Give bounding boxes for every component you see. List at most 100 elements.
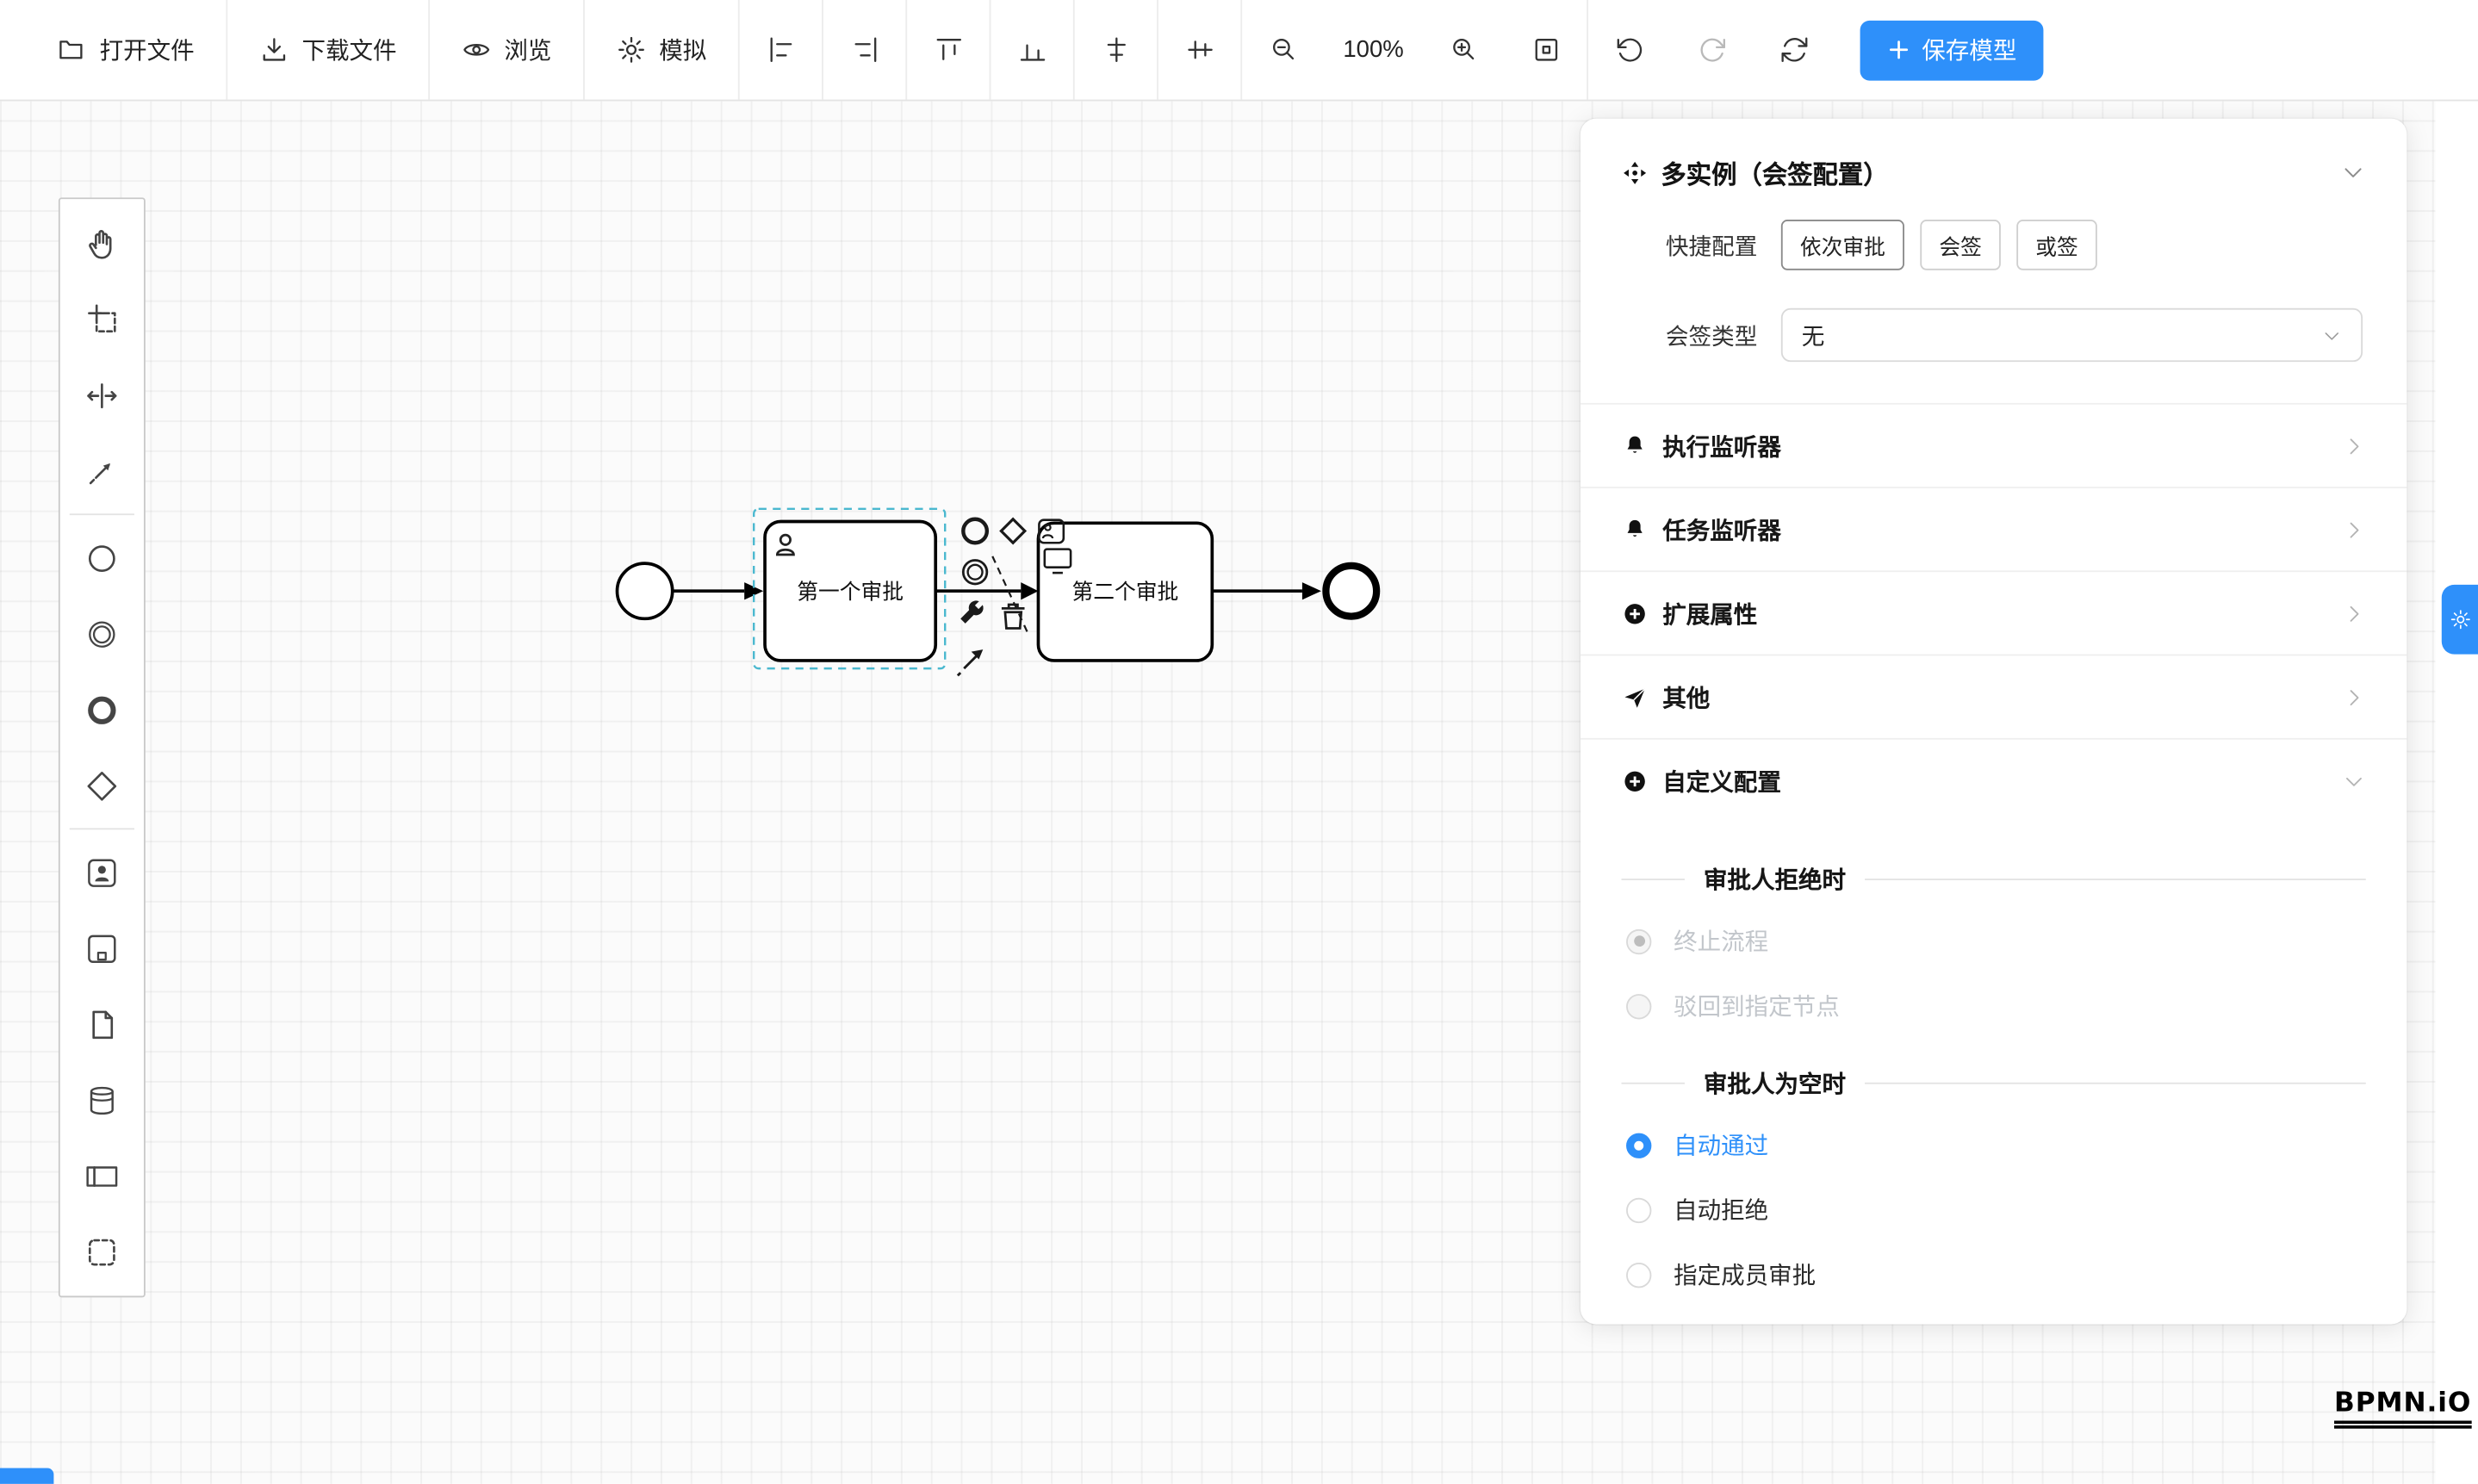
bpmn-io-logo[interactable]: BPMN.iO	[2334, 1388, 2472, 1429]
create-call-activity-button[interactable]	[60, 910, 144, 986]
align-center-horizontal-button[interactable]	[1158, 0, 1240, 100]
eye-icon	[463, 43, 490, 56]
gateway-icon	[87, 771, 117, 800]
palette	[58, 197, 146, 1298]
create-start-event-button[interactable]	[60, 520, 144, 596]
radio-icon	[1626, 1132, 1652, 1158]
quick-option-orsign[interactable]: 或签	[2016, 220, 2097, 270]
plus-icon	[1890, 40, 1909, 59]
intermediate-event-icon	[89, 620, 115, 647]
save-model-label: 保存模型	[1922, 38, 2017, 65]
simulate-button[interactable]: 模拟	[585, 0, 738, 100]
open-file-button[interactable]: 打开文件	[25, 0, 226, 100]
align-right-button[interactable]	[823, 0, 905, 100]
global-connect-tool-button[interactable]	[60, 433, 144, 509]
lasso-tool-button[interactable]	[60, 282, 144, 357]
align-center-vertical-icon	[1106, 37, 1126, 63]
sequence-flow-middle[interactable]	[935, 582, 1039, 600]
download-file-button[interactable]: 下载文件	[227, 0, 428, 100]
quick-option-sequential[interactable]: 依次审批	[1780, 220, 1904, 270]
undo-icon	[1616, 38, 1642, 62]
section-extended-properties[interactable]: 扩展属性	[1580, 570, 2407, 654]
zoom-out-button[interactable]	[1242, 0, 1324, 100]
zoom-out-icon	[1272, 39, 1294, 60]
radio-auto-pass[interactable]: 自动通过	[1581, 1113, 2407, 1177]
align-center-vertical-button[interactable]	[1075, 0, 1157, 100]
create-participant-button[interactable]	[60, 1138, 144, 1214]
hand-tool-button[interactable]	[60, 206, 144, 282]
align-bottom-button[interactable]	[991, 0, 1073, 100]
append-intermediate-event-icon[interactable]	[961, 559, 989, 586]
toolbar-separator	[1157, 0, 1159, 100]
bell-icon	[1627, 435, 1643, 452]
redo-icon	[1699, 38, 1725, 62]
align-left-button[interactable]	[740, 0, 822, 100]
sequence-flow-start[interactable]	[673, 582, 764, 600]
align-left-icon	[769, 37, 792, 63]
radio-terminate-process: 终止流程	[1581, 909, 2407, 973]
section-task-listener[interactable]: 任务监听器	[1580, 487, 2407, 570]
radio-icon	[1626, 993, 1652, 1019]
sign-type-select[interactable]: 无	[1780, 307, 2363, 363]
bottom-left-button[interactable]	[0, 1468, 54, 1484]
quick-option-countersign[interactable]: 会签	[1920, 220, 2001, 270]
append-end-event-icon[interactable]	[961, 517, 990, 545]
fit-viewport-button[interactable]	[1505, 0, 1587, 100]
create-gateway-button[interactable]	[60, 748, 144, 823]
section-custom-config[interactable]: 自定义配置	[1580, 737, 2407, 822]
toolbar: 打开文件 下载文件 浏览 模拟	[0, 0, 2478, 102]
fit-viewport-icon	[1534, 39, 1557, 61]
settings-tab-button[interactable]	[2441, 584, 2478, 655]
connect-arrow-icon	[89, 463, 111, 484]
toolbar-separator	[822, 0, 824, 100]
preview-button[interactable]: 浏览	[430, 0, 583, 100]
multi-instance-header[interactable]: 多实例（会签配置）	[1581, 119, 2407, 208]
panel-title: 多实例（会签配置）	[1661, 162, 1889, 190]
space-tool-button[interactable]	[60, 357, 144, 433]
undo-button[interactable]	[1588, 0, 1670, 100]
start-event-icon	[88, 544, 115, 572]
append-user-task-icon[interactable]	[1038, 518, 1065, 544]
empty-section-title: 审批人为空时	[1581, 1067, 2407, 1101]
save-model-button[interactable]: 保存模型	[1860, 19, 2044, 80]
create-data-store-button[interactable]	[60, 1062, 144, 1138]
radio-icon	[1626, 1262, 1652, 1288]
toolbar-separator	[1240, 0, 1243, 100]
section-other[interactable]: 其他	[1580, 654, 2407, 738]
create-user-task-button[interactable]	[60, 835, 144, 910]
append-call-activity-icon[interactable]	[1043, 548, 1072, 574]
sequence-flow-end[interactable]	[1212, 582, 1321, 600]
refresh-button[interactable]	[1753, 0, 1835, 100]
palette-separator	[69, 828, 134, 830]
toolbar-separator	[905, 0, 908, 100]
wrench-icon[interactable]	[960, 600, 984, 624]
data-store-icon	[90, 1085, 114, 1115]
task-first-approval[interactable]: 第一个审批	[763, 519, 938, 662]
task-second-approval[interactable]: 第二个审批	[1036, 521, 1214, 662]
radio-label: 自动通过	[1674, 1133, 1769, 1160]
section-label: 自定义配置	[1662, 768, 1781, 796]
create-intermediate-event-button[interactable]	[60, 596, 144, 672]
radio-assign-member[interactable]: 指定成员审批	[1581, 1242, 2407, 1307]
chevron-right-icon	[2350, 605, 2359, 621]
section-execution-listener[interactable]: 执行监听器	[1580, 402, 2407, 487]
radio-auto-reject[interactable]: 自动拒绝	[1581, 1177, 2407, 1242]
append-gateway-icon[interactable]	[999, 517, 1028, 545]
end-event[interactable]	[1322, 562, 1381, 620]
create-data-object-button[interactable]	[60, 986, 144, 1062]
align-top-button[interactable]	[907, 0, 989, 100]
radio-reject-to-node: 驳回到指定节点	[1581, 973, 2407, 1038]
create-group-button[interactable]	[60, 1214, 144, 1289]
send-icon	[1624, 687, 1646, 707]
connect-tool-icon[interactable]	[956, 649, 984, 677]
align-top-icon	[935, 39, 961, 60]
trash-icon[interactable]	[1001, 603, 1025, 630]
start-event[interactable]	[615, 562, 674, 621]
redo-button[interactable]	[1671, 0, 1753, 100]
create-end-event-button[interactable]	[60, 672, 144, 748]
simulate-label: 模拟	[659, 38, 707, 65]
align-bottom-icon	[1020, 44, 1045, 61]
zoom-in-button[interactable]	[1422, 0, 1504, 100]
